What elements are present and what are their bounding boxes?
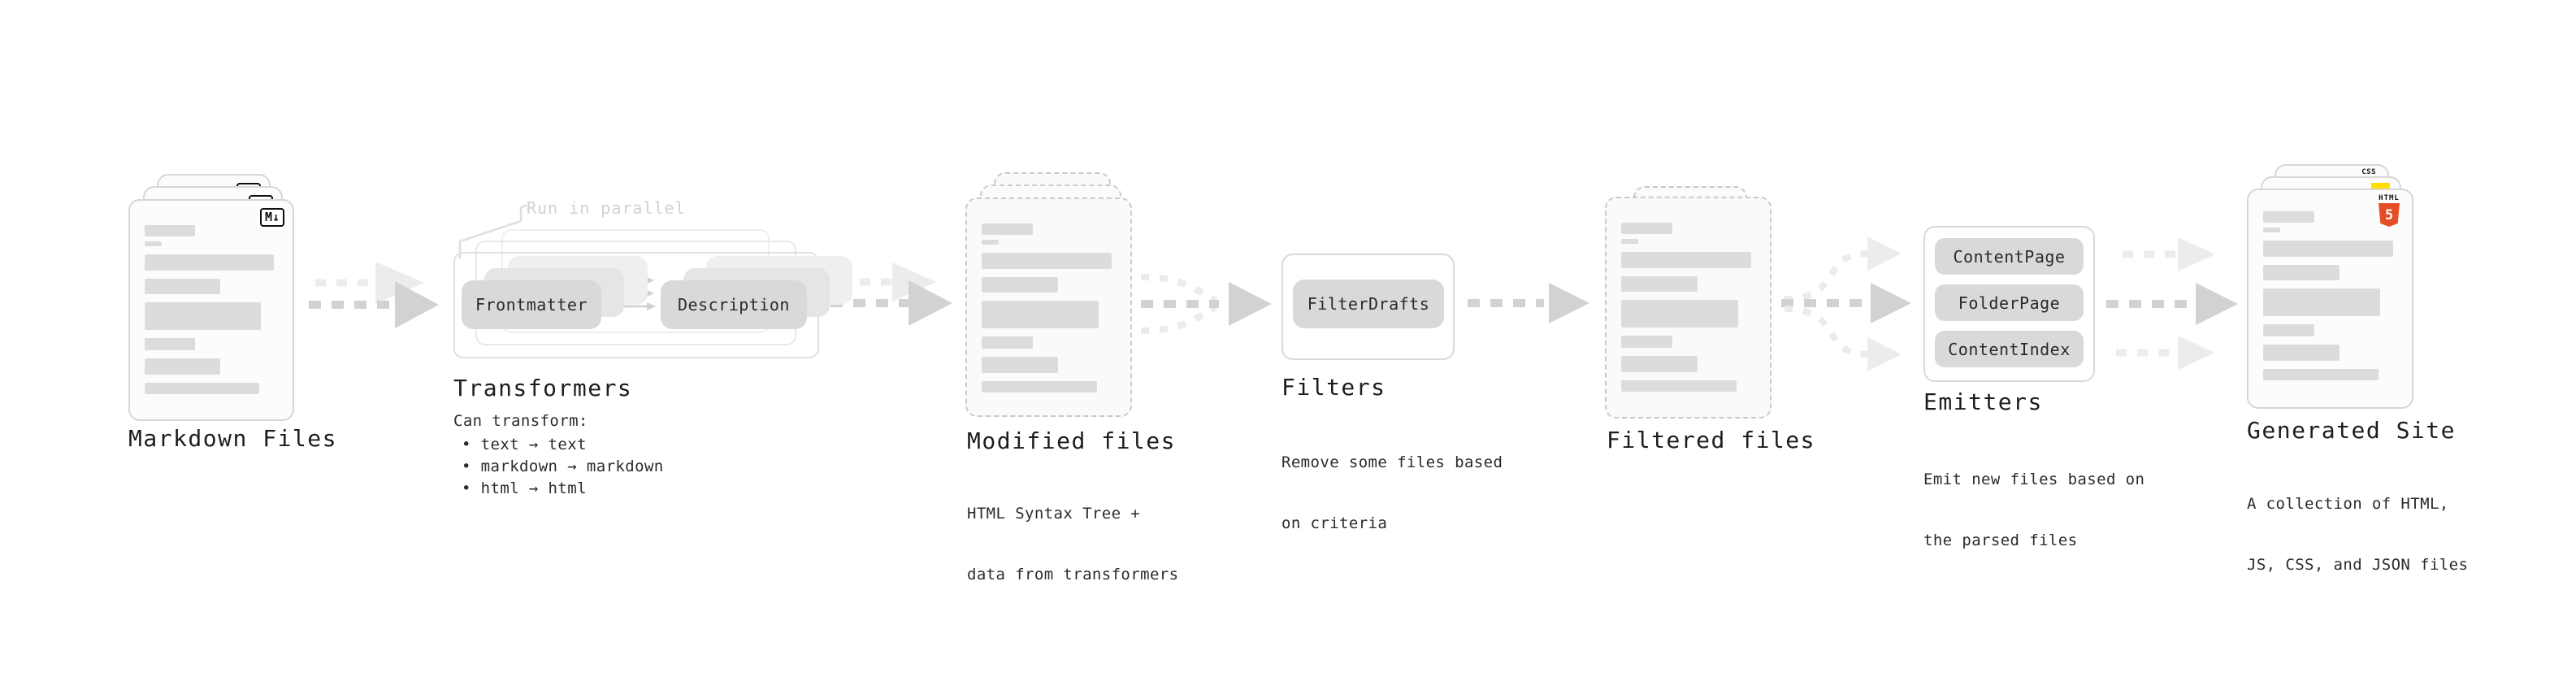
stage-label-transformers: Transformers	[453, 375, 633, 401]
placeholder-bar	[982, 381, 1097, 393]
bullet-item: • text → text	[462, 436, 587, 453]
placeholder-bar	[2263, 228, 2281, 232]
placeholder-bar	[145, 302, 261, 330]
contentindex-pill: ContentIndex	[1935, 331, 2084, 367]
arrow-modified-to-filters-merge	[1140, 274, 1272, 334]
run-in-parallel-annotation: Run in parallel	[527, 198, 686, 218]
placeholder-bar	[145, 279, 221, 294]
description-line: A collection of HTML,	[2247, 495, 2449, 513]
description-line: Remove some files based	[1281, 453, 1503, 471]
placeholder-bar	[1621, 223, 1672, 234]
placeholder-bar	[982, 240, 1000, 245]
generated-file-card-front: HTML 5	[2247, 189, 2413, 409]
bullet-item: • markdown → markdown	[462, 458, 664, 475]
arrows-emitters-to-generated	[2106, 237, 2238, 370]
placeholder-bar	[982, 301, 1099, 328]
stage-label-filtered-files: Filtered files	[1607, 427, 1816, 453]
html5-icon: HTML 5	[2376, 194, 2402, 227]
placeholder-bar	[1621, 336, 1672, 348]
placeholder-bar	[982, 357, 1059, 373]
placeholder-bar	[145, 338, 196, 350]
placeholder-bar	[145, 383, 260, 394]
arrow-filtered-to-emitters-fanout	[1781, 236, 1911, 371]
markdown-file-card-front: M↓	[128, 199, 294, 421]
contentpage-pill: ContentPage	[1935, 238, 2084, 275]
filters-box	[1281, 254, 1455, 360]
html5-icon-shield: 5	[2379, 203, 2400, 227]
placeholder-bar	[1621, 380, 1737, 392]
placeholder-bar	[982, 336, 1033, 349]
filtered-file-card-front	[1605, 197, 1772, 419]
html5-icon-word: HTML	[2379, 194, 2400, 202]
emitters-box	[1923, 226, 2095, 382]
bullet-item: • html → html	[462, 479, 587, 497]
description-pill: Description	[661, 280, 807, 329]
filterdrafts-pill: FilterDrafts	[1293, 280, 1444, 328]
frontmatter-pill: Frontmatter	[462, 280, 601, 329]
description-line: Emit new files based on	[1923, 471, 2145, 488]
description-line: data from transformers	[967, 566, 1179, 583]
placeholder-bar	[982, 253, 1112, 269]
stage-label-modified-files: Modified files	[967, 427, 1177, 454]
placeholder-bar	[145, 241, 163, 246]
placeholder-bar	[1621, 252, 1752, 268]
stage-label-generated-site: Generated Site	[2247, 417, 2457, 444]
placeholder-bar	[2263, 345, 2340, 361]
transformers-description-title: Can transform:	[453, 412, 588, 430]
js-icon	[2371, 183, 2390, 192]
description-line: on criteria	[1281, 514, 1388, 532]
arrow-filters-to-filtered	[1468, 283, 1589, 323]
modified-file-card-front	[965, 197, 1132, 417]
emitters-description: Emit new files based on the parsed files	[1923, 429, 2144, 592]
folderpage-pill: FolderPage	[1935, 284, 2084, 321]
placeholder-bar	[2263, 211, 2314, 223]
markdown-icon: M↓	[259, 208, 284, 227]
description-line: JS, CSS, and JSON files	[2247, 556, 2469, 574]
file-content-placeholder	[1607, 198, 1770, 417]
arrow-markdown-to-transformers	[309, 262, 439, 328]
stage-label-emitters: Emitters	[1923, 388, 2043, 415]
transformers-bullet-list: • text → text • markdown → markdown • ht…	[462, 434, 664, 500]
placeholder-bar	[2263, 241, 2394, 257]
placeholder-bar	[2263, 324, 2314, 336]
placeholder-bar	[1621, 239, 1639, 244]
description-line: the parsed files	[1923, 531, 2078, 549]
placeholder-bar	[982, 277, 1059, 293]
modified-files-description: HTML Syntax Tree + data from transformer…	[967, 463, 1178, 626]
placeholder-bar	[1621, 356, 1698, 372]
placeholder-bar	[145, 358, 221, 375]
placeholder-bar	[1621, 276, 1698, 292]
file-content-placeholder	[2249, 190, 2412, 407]
generated-site-description: A collection of HTML, JS, CSS, and JSON …	[2247, 453, 2468, 616]
placeholder-bar	[982, 223, 1033, 235]
placeholder-bar	[2263, 369, 2379, 380]
file-content-placeholder	[130, 201, 293, 419]
placeholder-bar	[145, 225, 196, 236]
file-content-placeholder	[967, 199, 1130, 415]
placeholder-bar	[2263, 265, 2340, 280]
description-line: HTML Syntax Tree +	[967, 505, 1141, 523]
filters-description: Remove some files based on criteria	[1281, 412, 1503, 575]
placeholder-bar	[2263, 288, 2380, 316]
stage-label-markdown-files: Markdown Files	[128, 425, 338, 452]
placeholder-bar	[1621, 300, 1738, 327]
stage-label-filters: Filters	[1281, 374, 1386, 401]
placeholder-bar	[145, 254, 275, 271]
